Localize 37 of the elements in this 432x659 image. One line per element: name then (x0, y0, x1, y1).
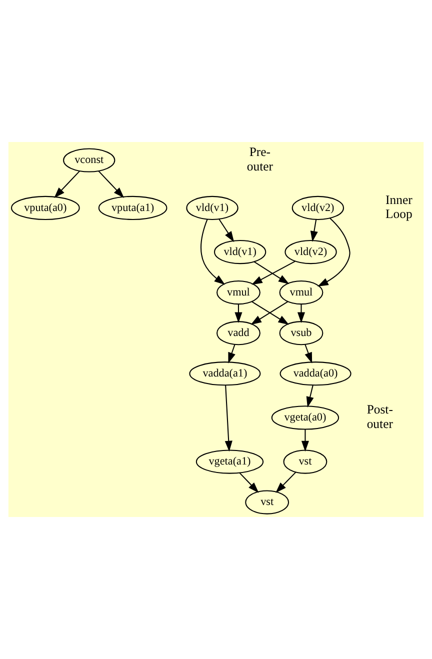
arrow (310, 219, 318, 242)
arrow (218, 218, 234, 242)
node-ellipse: vadd (216, 321, 260, 346)
arrow (200, 219, 226, 285)
arrow (317, 218, 350, 286)
node-ellipse: vmul (216, 280, 260, 305)
arrow (54, 170, 80, 198)
node-ellipse: vst (283, 450, 328, 474)
node-ellipse: vld(v1) (186, 196, 238, 220)
label: Post- outer (366, 402, 393, 431)
node-ellipse: vsub (279, 321, 324, 346)
arrow (98, 170, 124, 198)
node-ellipse: vadda(a0) (280, 362, 352, 386)
arrow (228, 344, 236, 364)
node-ellipse: vconst (63, 148, 116, 172)
arrow (224, 385, 232, 452)
arrow (234, 304, 242, 324)
node-ellipse: vputa(a0) (11, 196, 80, 220)
arrow (301, 429, 309, 452)
node-ellipse: vgeta(a0) (271, 406, 340, 430)
arrow (239, 472, 259, 493)
node-ellipse: vmul (279, 280, 324, 305)
node-ellipse: vadda(a1) (189, 362, 261, 386)
node-ellipse: vst (245, 490, 290, 514)
arrow (306, 385, 314, 408)
node-ellipse: vputa(a1) (98, 196, 168, 220)
node-ellipse: vld(v2) (284, 240, 337, 264)
node-ellipse: vgeta(a1) (196, 450, 264, 474)
node-ellipse: vld(v1) (214, 240, 266, 264)
arrow (297, 304, 306, 324)
node-ellipse: vld(v2) (292, 196, 344, 220)
label: Pre- outer (246, 145, 273, 174)
label: Inner Loop (386, 192, 412, 222)
arrow (304, 344, 312, 364)
arrow (276, 472, 296, 493)
arrow (254, 261, 290, 284)
arrow (252, 260, 296, 285)
